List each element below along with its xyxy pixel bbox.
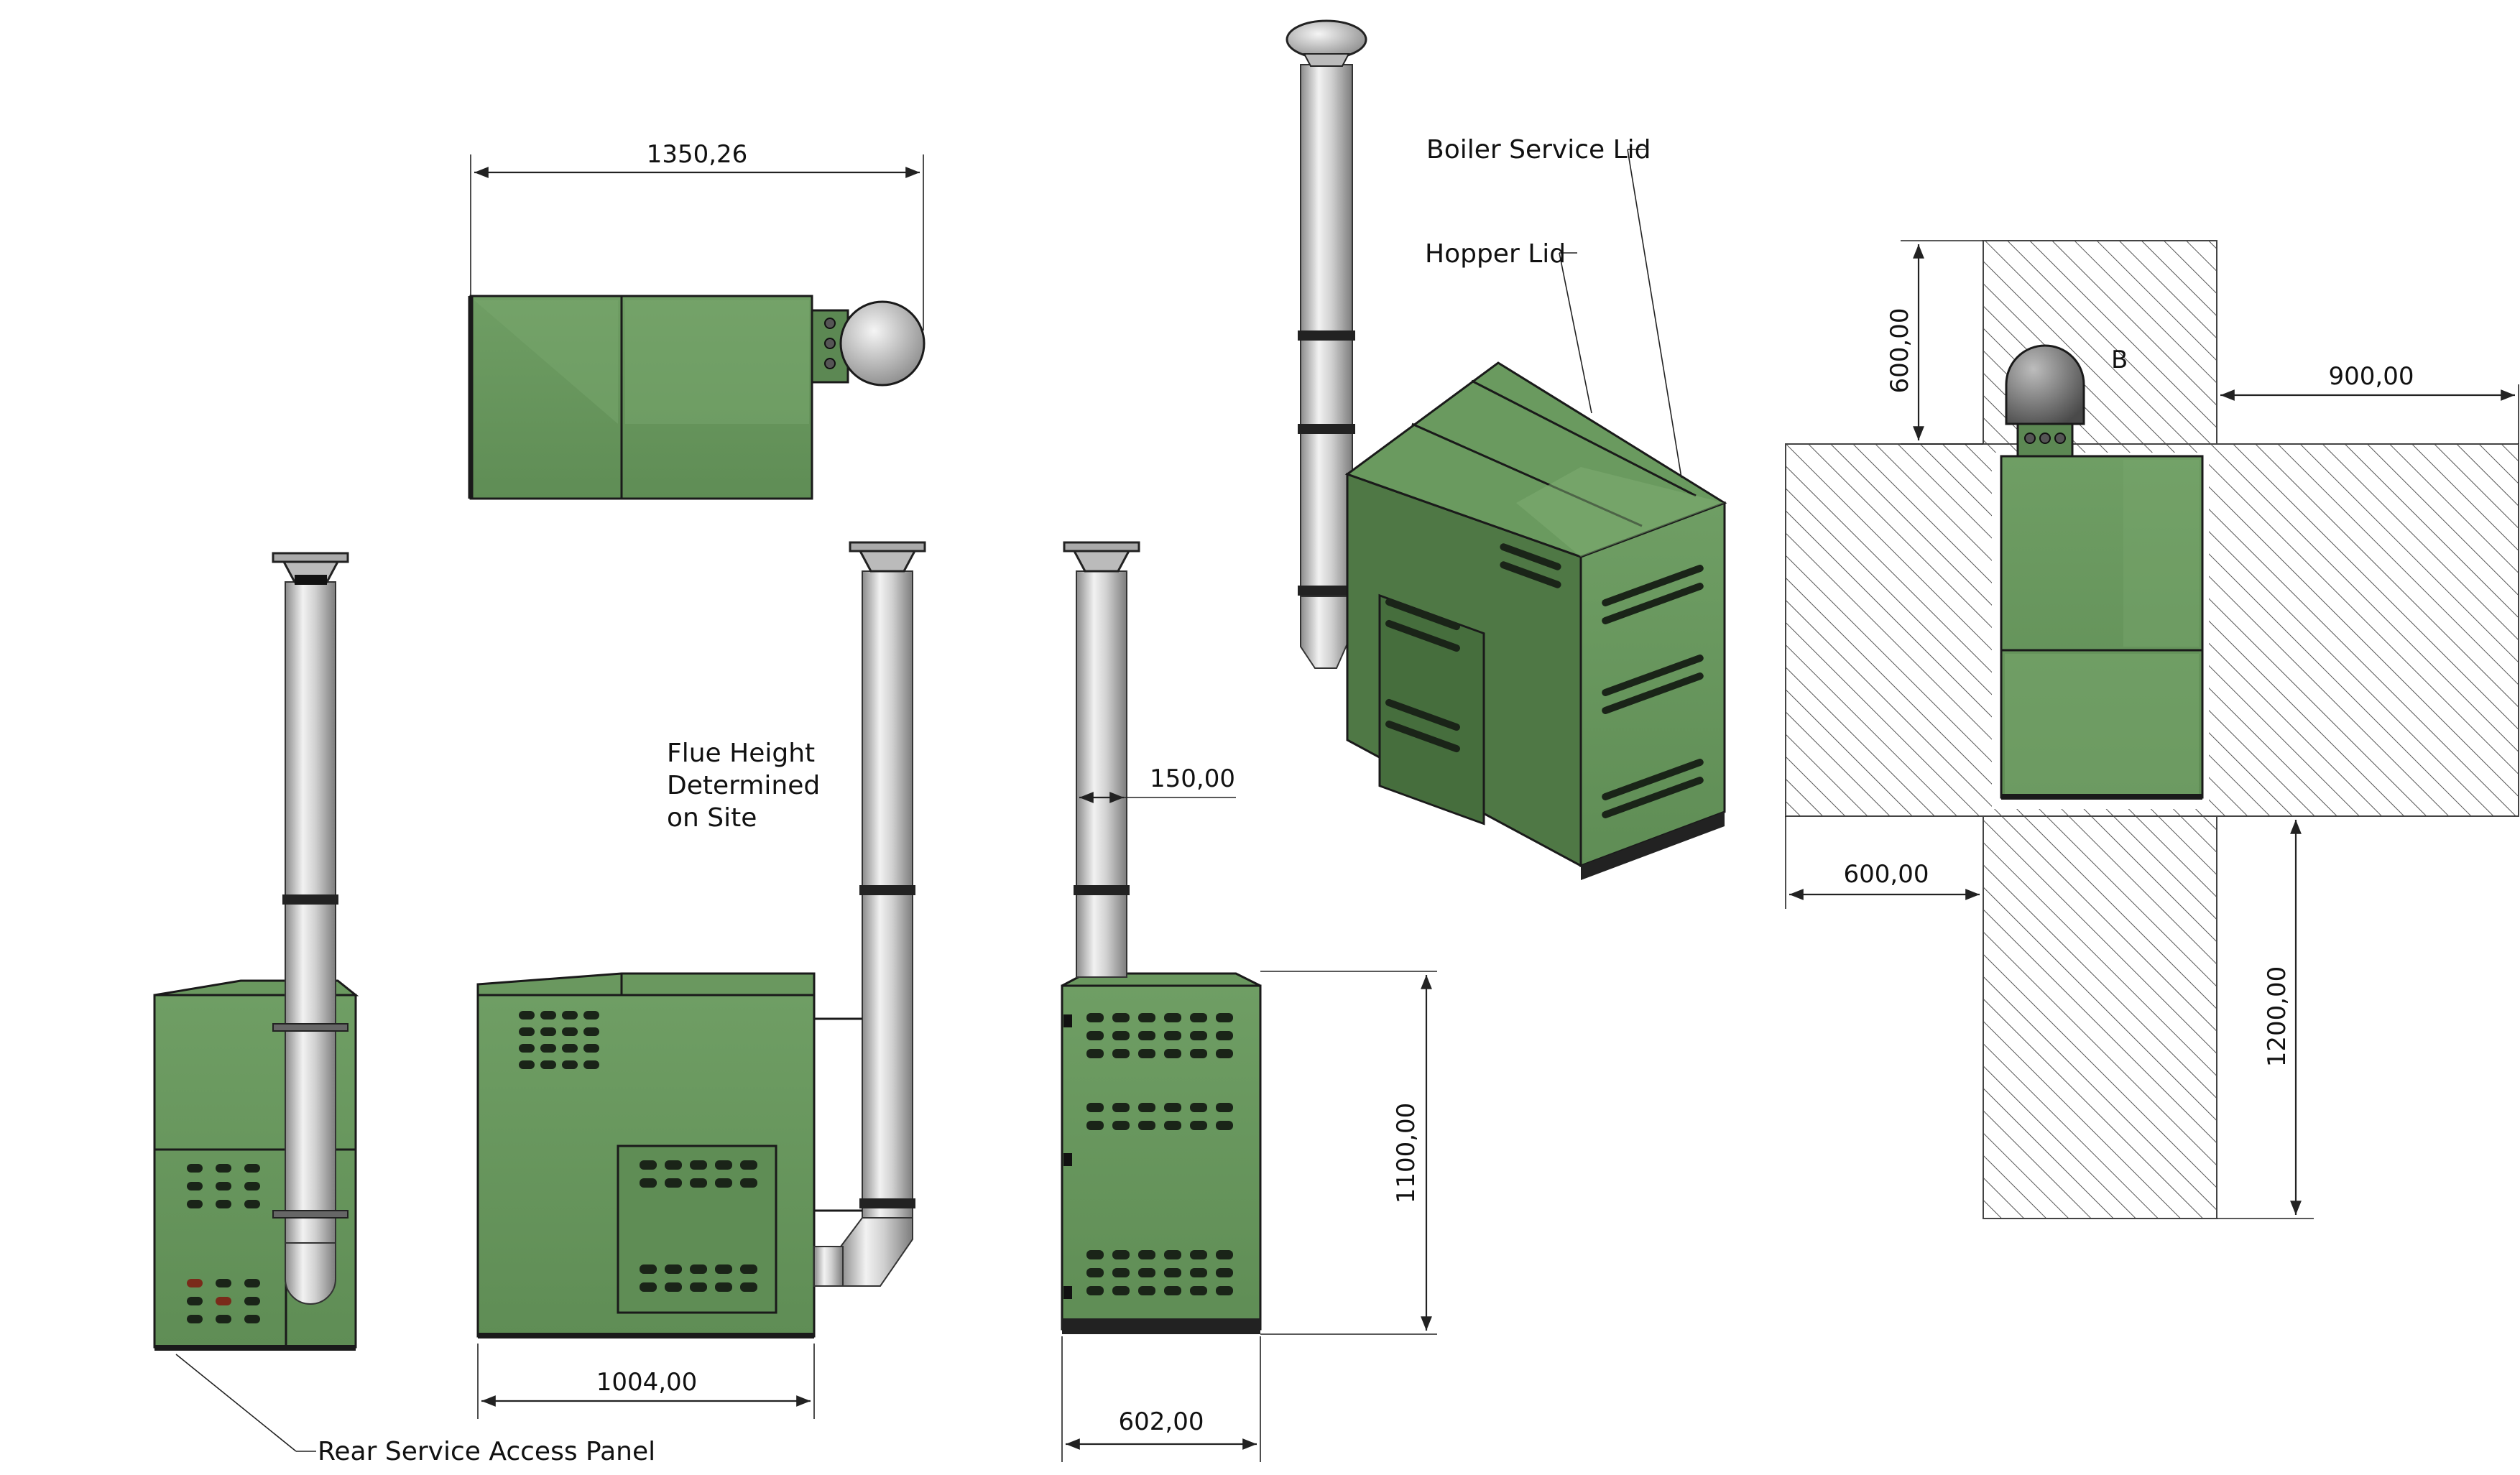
side-elevation: 1004,00 Flue Height Determined on Site <box>476 541 926 1419</box>
front-elevation: 150,00 1100,00 602,00 <box>1061 541 1437 1462</box>
flue-height-note-line2: Determined <box>667 771 820 800</box>
plan-length-dimension: 1350,26 <box>647 140 748 169</box>
boiler-service-lid-label: Boiler Service Lid <box>1426 135 1651 165</box>
rear-elevation: Rear Service Access Panel <box>153 552 655 1466</box>
rear-service-access-panel-label: Rear Service Access Panel <box>318 1437 655 1466</box>
flue-height-note-line3: on Site <box>667 803 757 833</box>
flue-pipe-front <box>1076 570 1127 978</box>
side-clearance-dimension: 900,00 <box>2329 362 2414 391</box>
flue-height-note-line1: Flue Height <box>667 739 815 768</box>
hopper-lid-label: Hopper Lid <box>1425 239 1566 269</box>
flue-cap-plan <box>839 300 926 387</box>
side-length-dimension: 1004,00 <box>596 1368 698 1397</box>
front-clearance-dimension: 1200,00 <box>2263 966 2291 1068</box>
marker-b: B <box>2111 346 2128 374</box>
rear-clearance-dimension: 600,00 <box>1886 308 1914 394</box>
isometric-view: Hopper Lid Boiler Service Lid <box>1286 19 1727 880</box>
left-clearance-dimension: 600,00 <box>1844 860 1929 889</box>
plan-view: 1350,26 <box>468 140 926 500</box>
flue-offset-dimension: 150,00 <box>1150 764 1235 793</box>
flue-pipe-rear <box>285 581 336 1280</box>
height-dimension: 1100,00 <box>1392 1103 1421 1204</box>
flue-cap-clearance <box>2005 344 2085 425</box>
clearance-plan: B 600,00 900,00 600,00 1200,00 <box>1785 240 2519 1219</box>
front-width-dimension: 602,00 <box>1119 1407 1204 1436</box>
